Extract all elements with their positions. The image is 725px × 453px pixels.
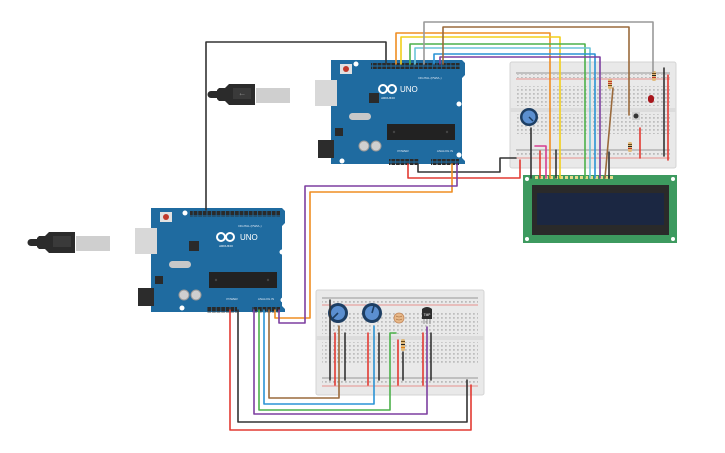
wire-orange-analog-link <box>274 163 453 319</box>
wire-blue-lcd <box>433 53 596 179</box>
power-jack <box>318 140 334 158</box>
temperature-sensor[interactable]: TMP <box>422 307 432 324</box>
wire-brown-lcd <box>604 87 614 179</box>
wire-orange-lcd <box>395 32 551 179</box>
analog-label: ANALOG IN <box>258 297 274 301</box>
wire-blue-a2 <box>263 309 375 405</box>
digital-header <box>190 211 280 217</box>
usb-cable-top: ⭠ <box>207 84 290 105</box>
lcd-pin <box>570 176 573 179</box>
wire-black-gnd-link <box>205 41 387 211</box>
lcd-screen <box>537 193 664 225</box>
power-label: POWER <box>397 149 409 153</box>
brand-label: ARDUINO <box>381 96 396 100</box>
model-label: UNO <box>240 233 258 242</box>
arduino-uno-top[interactable]: DIGITAL (PWM~) ARDUINO UNO POWER ANALOG … <box>315 60 465 165</box>
model-label: UNO <box>400 85 418 94</box>
lcd-pin <box>605 176 608 179</box>
analog-header <box>431 159 459 165</box>
lcd-pin <box>600 176 603 179</box>
wire-cyan-lcd <box>414 47 591 179</box>
temp-sensor-label: TMP <box>424 313 431 317</box>
digital-header <box>371 63 460 69</box>
wire-black-gnd-bottom <box>237 309 468 423</box>
pushbutton[interactable] <box>632 112 640 120</box>
potentiometer-1[interactable] <box>328 303 348 323</box>
usb-cable-bottom <box>27 232 110 253</box>
power-header <box>389 159 419 165</box>
wire-gray-led <box>423 21 654 73</box>
lcd-pin <box>580 176 583 179</box>
power-label: POWER <box>226 297 238 301</box>
microcontroller-chip <box>209 272 277 288</box>
wire-brown-a3 <box>268 309 340 399</box>
arduino-logo-icon <box>216 232 235 242</box>
lcd-pin <box>595 176 598 179</box>
wires <box>205 21 669 431</box>
wire-purple-lcd <box>439 56 601 179</box>
digital-label: DIGITAL (PWM~) <box>418 76 441 80</box>
resistor-3[interactable] <box>628 142 632 152</box>
wire-purple-a0 <box>253 309 428 415</box>
arduino-uno-bottom[interactable]: DIGITAL (PWM~) ARDUINO UNO POWER ANALOG … <box>135 208 286 313</box>
usb-port <box>135 228 157 254</box>
led-red[interactable] <box>648 95 654 103</box>
arduino-logo-icon <box>378 84 397 94</box>
reset-button[interactable] <box>163 214 169 220</box>
digital-label: DIGITAL (PWM~) <box>238 224 261 228</box>
wire-red-5v-bottom <box>229 309 472 431</box>
resistor-2[interactable] <box>652 71 656 81</box>
resistor-photoresistor[interactable] <box>401 339 405 351</box>
lcd-pin <box>585 176 588 179</box>
lcd-pin <box>560 176 563 179</box>
resistor-1[interactable] <box>608 79 612 89</box>
lcd-pin <box>590 176 593 179</box>
reset-button[interactable] <box>343 66 349 72</box>
usb-icon: ⭠ <box>239 91 245 98</box>
breadboard-bottom[interactable]: TMP <box>315 289 485 396</box>
analog-header <box>252 307 280 313</box>
lcd-pin <box>565 176 568 179</box>
lcd-16x2[interactable] <box>523 175 677 243</box>
analog-label: ANALOG IN <box>437 149 453 153</box>
wire-green-lcd <box>409 43 586 179</box>
wire-green-a1 <box>258 309 397 411</box>
potentiometer-2[interactable] <box>362 303 382 323</box>
lcd-pin <box>540 176 543 179</box>
lcd-pin <box>550 176 553 179</box>
lcd-pin <box>535 176 538 179</box>
brand-label: ARDUINO <box>219 244 234 248</box>
wire-brown-button <box>442 26 630 116</box>
wire-yellow-lcd <box>400 36 561 179</box>
power-header <box>207 307 237 313</box>
usb-port <box>315 80 337 106</box>
wire-red-5v-top <box>407 159 521 179</box>
photoresistor[interactable] <box>393 312 405 324</box>
wire-purple-analog-link <box>278 163 458 324</box>
lcd-pin <box>575 176 578 179</box>
lcd-pin <box>610 176 613 179</box>
potentiometer-lcd-contrast[interactable] <box>520 108 538 126</box>
power-jack <box>138 288 154 306</box>
wire-pink-lcd <box>534 145 547 179</box>
wire-black-gnd-top <box>417 157 517 173</box>
breadboard-top[interactable] <box>509 61 677 169</box>
microcontroller-chip <box>387 124 455 140</box>
